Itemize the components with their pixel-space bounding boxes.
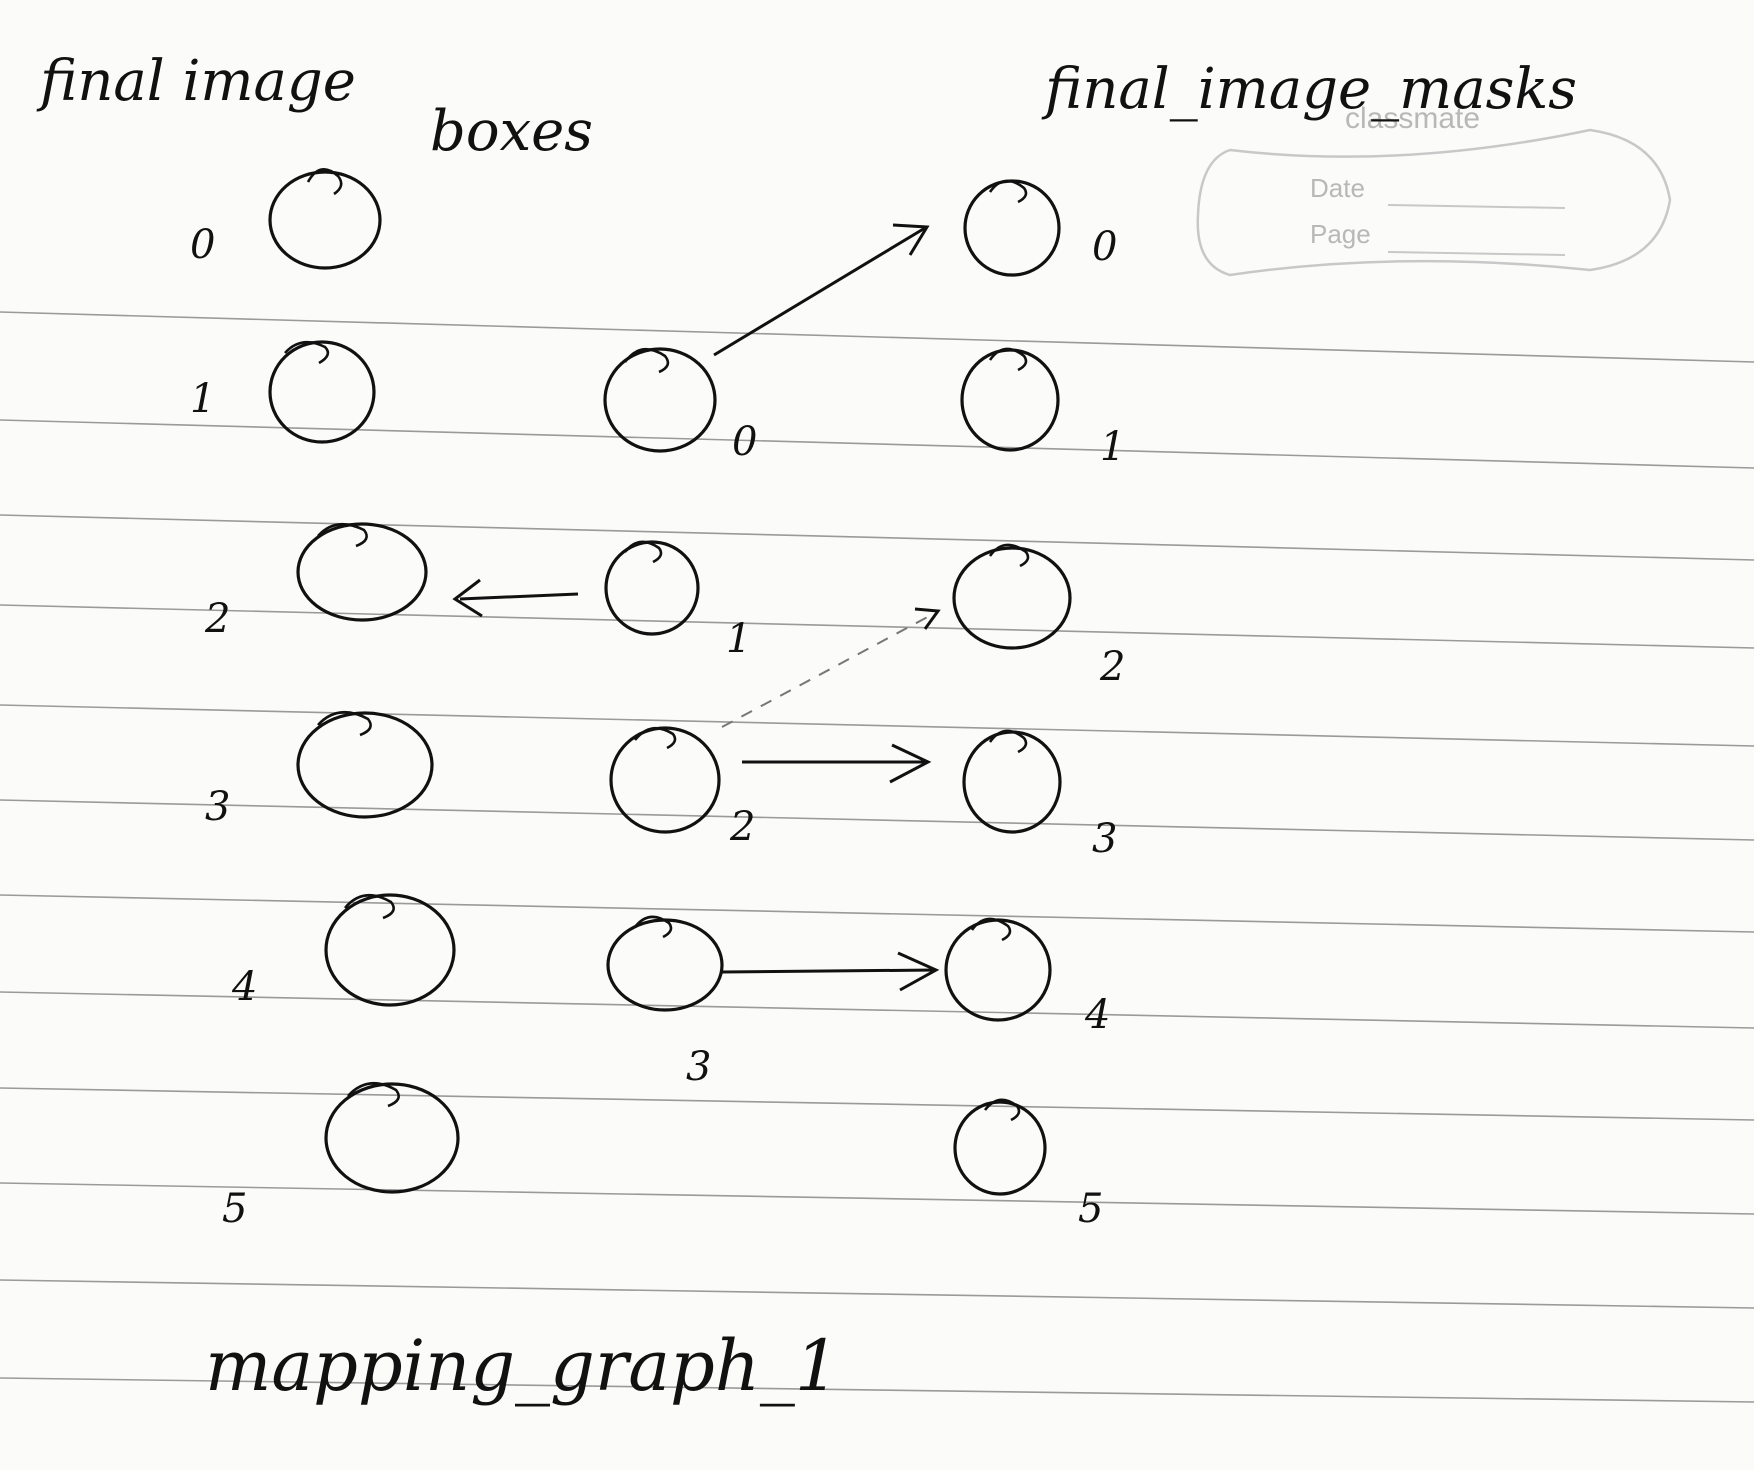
left-node-2 bbox=[296, 522, 428, 622]
left-node-5 bbox=[324, 1082, 460, 1194]
left-label-5: 5 bbox=[222, 1186, 247, 1232]
edges bbox=[452, 223, 941, 992]
node-curl bbox=[983, 1098, 1021, 1122]
edge-middle2-right2-dashed bbox=[721, 612, 936, 728]
stamp-page-label: Page bbox=[1310, 219, 1371, 249]
left-label-2: 2 bbox=[204, 596, 230, 642]
middle-label-3: 3 bbox=[686, 1044, 711, 1090]
rule-line bbox=[0, 704, 1754, 747]
left-column: 0 1 2 3 4 5 bbox=[190, 168, 460, 1232]
edge-middle1-left2 bbox=[459, 592, 579, 601]
stamp-date-label: Date bbox=[1310, 173, 1365, 203]
rule-line bbox=[0, 894, 1754, 933]
ruled-lines bbox=[0, 311, 1754, 1403]
right-node-2 bbox=[952, 546, 1072, 650]
right-label-2: 2 bbox=[1099, 644, 1125, 690]
rule-line bbox=[0, 1279, 1754, 1309]
right-node-0 bbox=[963, 179, 1061, 277]
arrowhead bbox=[914, 607, 941, 630]
middle-label-1: 1 bbox=[726, 616, 751, 662]
middle-node-2 bbox=[609, 726, 721, 834]
left-label-0: 0 bbox=[190, 222, 215, 268]
left-column-subtitle: boxes bbox=[430, 99, 593, 164]
right-label-0: 0 bbox=[1092, 224, 1117, 270]
rule-line bbox=[0, 604, 1754, 649]
left-label-3: 3 bbox=[205, 784, 230, 830]
middle-label-2: 2 bbox=[729, 804, 755, 850]
edge-middle3-right4 bbox=[721, 968, 937, 974]
left-node-4 bbox=[324, 893, 456, 1007]
arrowhead bbox=[892, 223, 930, 256]
right-label-3: 3 bbox=[1092, 816, 1117, 862]
notebook-stamp: classmate Date Page bbox=[1196, 102, 1672, 277]
arrowhead bbox=[897, 951, 940, 992]
left-label-4: 4 bbox=[231, 964, 257, 1010]
stamp-date-line bbox=[1387, 204, 1566, 209]
right-column: 0 1 2 3 4 5 bbox=[944, 179, 1125, 1232]
node-curl bbox=[306, 168, 343, 196]
right-label-4: 4 bbox=[1084, 992, 1110, 1038]
left-column-title: final image bbox=[36, 49, 356, 114]
node-curl bbox=[317, 711, 372, 737]
rule-line bbox=[0, 419, 1754, 469]
right-node-3 bbox=[962, 730, 1062, 834]
right-node-5 bbox=[953, 1100, 1047, 1196]
middle-node-3 bbox=[606, 918, 724, 1012]
node-curl bbox=[347, 1082, 400, 1108]
node-curl bbox=[343, 894, 395, 920]
middle-column: 0 1 2 3 bbox=[603, 347, 757, 1090]
node-curl bbox=[317, 522, 368, 548]
rule-line bbox=[0, 1182, 1754, 1215]
node-curl bbox=[623, 540, 663, 564]
right-label-5: 5 bbox=[1078, 1186, 1103, 1232]
node-curl bbox=[988, 347, 1028, 372]
middle-node-1 bbox=[604, 540, 700, 636]
rule-line bbox=[0, 311, 1754, 363]
edge-middle0-right0 bbox=[713, 226, 926, 357]
middle-node-0 bbox=[603, 347, 717, 453]
arrowhead bbox=[889, 743, 932, 784]
node-curl bbox=[633, 726, 677, 750]
rule-line bbox=[0, 991, 1754, 1029]
right-node-1 bbox=[960, 348, 1060, 452]
stamp-page-line bbox=[1387, 251, 1566, 256]
node-curl bbox=[623, 348, 670, 374]
node-curl bbox=[970, 917, 1012, 942]
stamp-banner-outline bbox=[1196, 128, 1672, 277]
node-curl bbox=[988, 179, 1028, 204]
left-node-3 bbox=[296, 711, 434, 819]
node-curl bbox=[988, 543, 1030, 568]
middle-label-0: 0 bbox=[732, 419, 757, 465]
right-label-1: 1 bbox=[1100, 424, 1125, 470]
node-curl bbox=[284, 340, 330, 365]
rule-line bbox=[0, 1087, 1754, 1121]
rule-line bbox=[0, 799, 1754, 841]
left-node-0 bbox=[268, 170, 382, 270]
rule-line bbox=[0, 1377, 1754, 1403]
node-curl bbox=[988, 729, 1028, 754]
rule-line bbox=[0, 514, 1754, 561]
arrowhead bbox=[452, 578, 483, 618]
left-node-1 bbox=[268, 340, 376, 444]
diagram-caption: mapping_graph_1 bbox=[205, 1325, 839, 1407]
left-label-1: 1 bbox=[190, 376, 215, 422]
right-column-title: final_image_masks bbox=[1041, 57, 1577, 122]
node-curl bbox=[633, 915, 673, 939]
right-node-4 bbox=[944, 918, 1052, 1022]
stamp-brand: classmate bbox=[1345, 102, 1480, 135]
